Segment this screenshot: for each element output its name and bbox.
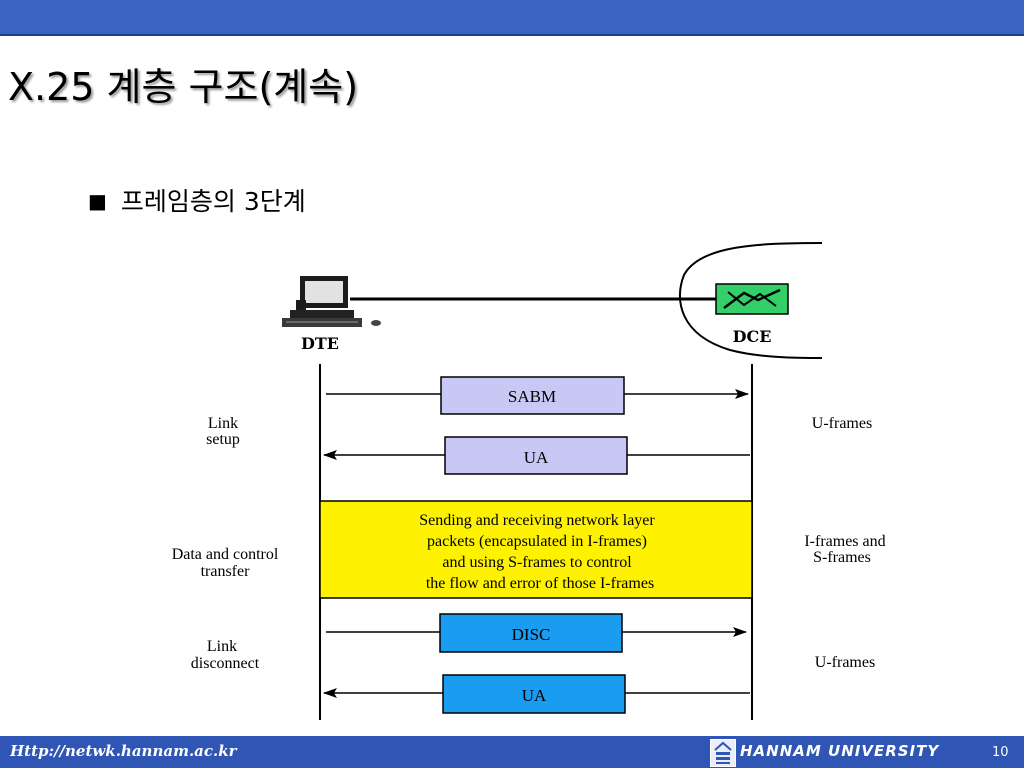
network-boundary — [678, 242, 823, 359]
ua-label-2: UA — [522, 686, 547, 705]
disc-label: DISC — [512, 625, 551, 644]
transfer-text-line-4: the flow and error of those I-frames — [426, 575, 654, 592]
disc-frame-box — [439, 613, 623, 653]
footer-bar — [0, 736, 1024, 768]
ua-frame-box-1 — [444, 436, 628, 475]
footer-university-name: HANNAM UNIVERSITY — [740, 742, 940, 760]
footer-url-link[interactable]: Http://netwk.hannam.ac.kr — [10, 742, 237, 760]
transfer-text-line-2: packets (encapsulated in I-frames) — [427, 533, 647, 550]
dte-computer-icon — [282, 276, 381, 327]
dte-label: DTE — [301, 334, 339, 353]
phase-left-label: Data and control — [172, 546, 279, 563]
slide-title: X.25 계층 구조(계속) — [8, 65, 359, 109]
phase-left-label: transfer — [201, 563, 251, 580]
frame-type-label: I-frames and — [804, 533, 885, 550]
header-bar — [0, 0, 1024, 34]
frame-type-label: U-frames — [815, 654, 875, 671]
phase-left-label: Link — [207, 638, 237, 655]
bullet-item: ■ 프레임층의 3단계 — [88, 182, 306, 218]
phase-left-label: Link — [208, 415, 238, 432]
data-transfer-box — [319, 500, 753, 599]
page-number: 10 — [992, 745, 1009, 760]
transfer-text-line-1: Sending and receiving network layer — [419, 512, 655, 529]
bullet-text: 프레임층의 3단계 — [120, 187, 306, 216]
frame-type-label: U-frames — [812, 415, 872, 432]
transfer-text-line-3: and using S-frames to control — [442, 554, 632, 571]
ua-label-1: UA — [524, 448, 549, 467]
phase-left-label: disconnect — [191, 655, 260, 672]
phase-left-label: setup — [206, 431, 240, 448]
frame-type-label: S-frames — [813, 549, 871, 566]
dce-switch-icon — [715, 283, 789, 315]
sabm-frame-box — [440, 376, 625, 415]
dce-label: DCE — [733, 327, 772, 346]
header-divider — [0, 34, 1024, 36]
sabm-label: SABM — [508, 387, 556, 406]
ua-frame-box-2 — [442, 674, 626, 714]
university-logo-icon — [710, 739, 736, 767]
square-bullet-icon: ■ — [88, 189, 107, 213]
